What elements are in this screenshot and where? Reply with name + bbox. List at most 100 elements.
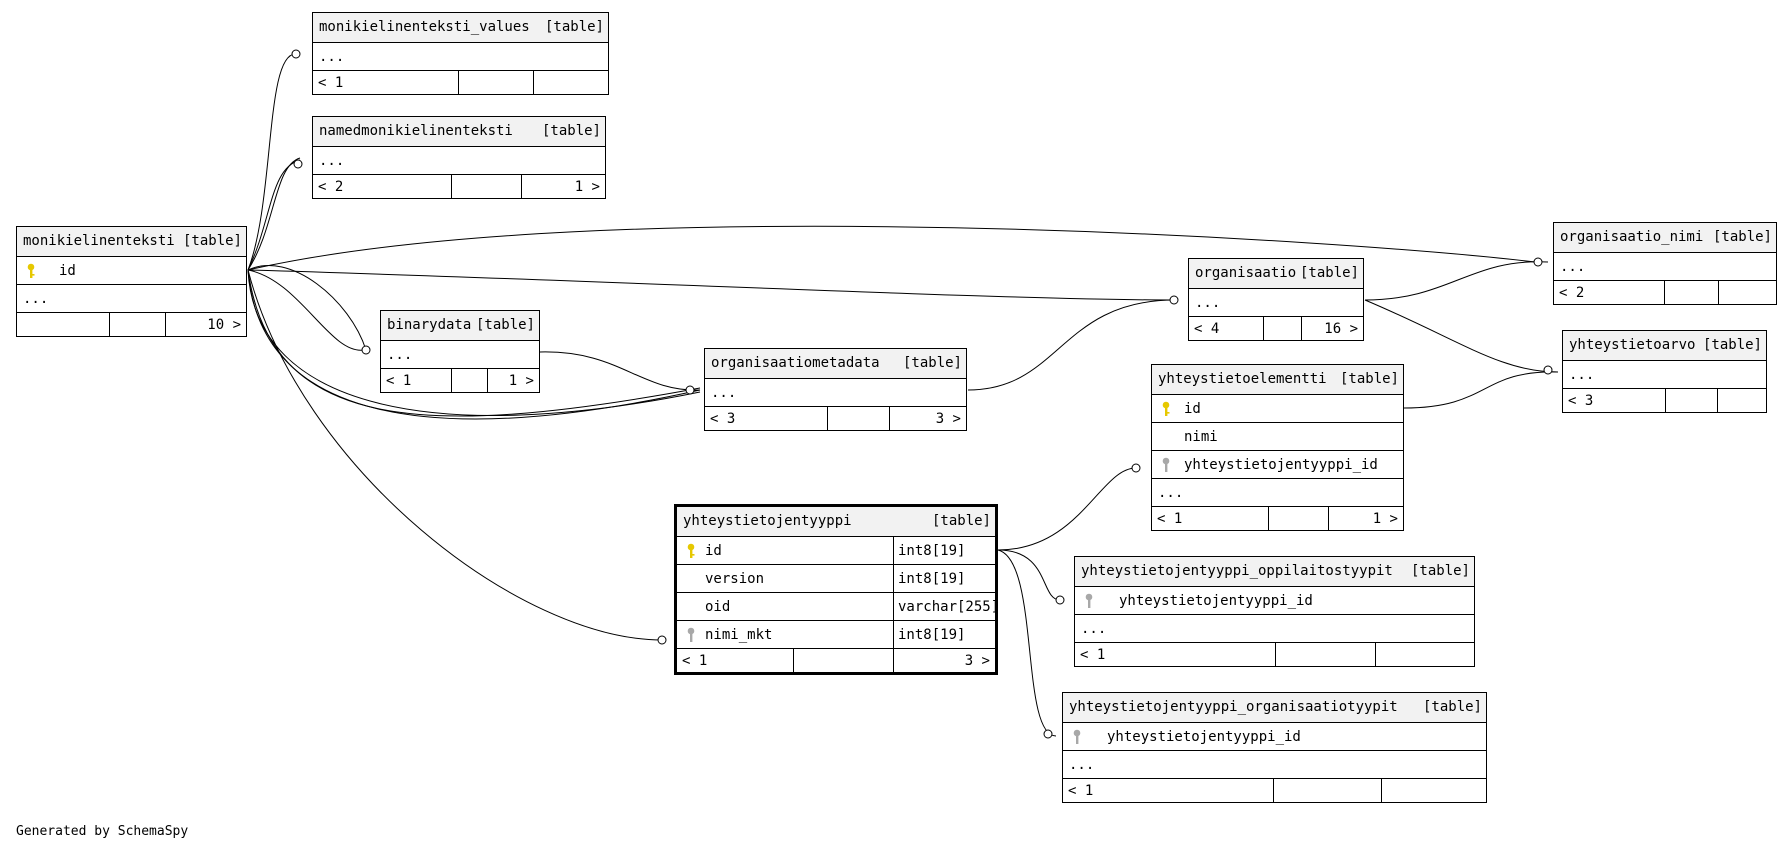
children-count: 3 > (893, 649, 995, 672)
hidden-columns: ... (387, 347, 413, 363)
table-name: yhteystietojentyyppi (683, 513, 852, 529)
table-tag: [table] (1299, 265, 1359, 281)
column-type: varchar[255] (893, 593, 999, 620)
relationship-line (1364, 299, 1559, 373)
column-type: int8[19] (893, 537, 965, 564)
relationship-line (1403, 371, 1559, 409)
foreign-key-icon (1085, 593, 1093, 608)
hidden-columns: ... (1560, 259, 1586, 275)
column-name: oid (705, 599, 731, 615)
children-count (533, 71, 608, 94)
table-tag: [table] (1339, 371, 1399, 387)
children-count (1375, 643, 1474, 666)
primary-key-icon (687, 543, 695, 558)
children-count (1718, 281, 1776, 304)
foreign-key-icon (1162, 457, 1170, 472)
column-name: id (705, 543, 722, 559)
hidden-columns: ... (711, 385, 737, 401)
cardinality-zero-marker (685, 385, 695, 395)
hidden-columns: ... (1158, 485, 1184, 501)
cardinality-zero-marker (293, 159, 303, 169)
table-tag: [table] (1422, 699, 1482, 715)
children-count: 1 > (1328, 507, 1403, 530)
hidden-columns: ... (319, 153, 345, 169)
relationship-line (247, 269, 701, 416)
table-name: yhteystietoelementti (1158, 371, 1327, 387)
table-tag: [table] (475, 317, 535, 333)
hidden-columns: ... (319, 49, 345, 65)
relationship-line (247, 157, 301, 271)
column-name: version (705, 571, 765, 587)
parents-count: < 1 (1068, 783, 1094, 799)
table-tag: [table] (1702, 337, 1762, 353)
table-namedmonikielinenteksti[interactable]: namedmonikielinenteksti [table] ... < 2 1 … (312, 116, 606, 199)
column-yhteystietojentyyppi-id: yhteystietojentyyppi_id (1184, 457, 1378, 473)
table-name: yhteystietojentyyppi_organisaatiotyypit (1069, 699, 1398, 715)
table-monikielinenteksti[interactable]: monikielinenteksti[table] id ... 10 > (16, 226, 247, 337)
parents-count: < 1 (318, 75, 344, 91)
table-name: organisaatio_nimi (1560, 229, 1704, 245)
cardinality-zero-marker (361, 345, 371, 355)
relationship-line (997, 467, 1137, 551)
column-yhteystietojentyyppi-id: yhteystietojentyyppi_id (1107, 729, 1301, 745)
table-tag: [table] (902, 355, 962, 371)
relationship-line (997, 549, 1061, 601)
table-yhteystietojentyyppi-organisaatiotyypit[interactable]: yhteystietojentyyppi_organisaatiotyypit [… (1062, 692, 1487, 803)
relationship-line (247, 269, 365, 351)
cardinality-zero-marker (1543, 365, 1553, 375)
column-type: int8[19] (893, 565, 965, 592)
column-id: id (1184, 401, 1201, 417)
children-count: 1 > (521, 175, 605, 198)
cardinality-zero-marker (291, 49, 301, 59)
table-monikielinenteksti-values[interactable]: monikielinenteksti_values [table] ... < 1 (312, 12, 609, 95)
table-yhteystietoarvo[interactable]: yhteystietoarvo[table] ... < 3 (1562, 330, 1767, 413)
parents-count: < 1 (682, 653, 708, 669)
table-yhteystietojentyyppi[interactable]: yhteystietojentyyppi[table] id int8[19] … (674, 504, 999, 675)
hidden-columns: ... (1081, 621, 1107, 637)
table-tag: [table] (1712, 229, 1772, 245)
hidden-columns: ... (1069, 757, 1095, 773)
foreign-key-icon (1073, 729, 1081, 744)
table-tag: [table] (544, 19, 604, 35)
table-organisaatio-nimi[interactable]: organisaatio_nimi[table] ... < 2 (1553, 222, 1777, 305)
relationship-line (1364, 261, 1549, 301)
table-name: organisaatiometadata (711, 355, 880, 371)
parents-count: < 1 (386, 373, 412, 389)
table-name: monikielinenteksti_values (319, 19, 530, 35)
parents-count: < 4 (1194, 321, 1220, 337)
generated-by-credit: Generated by SchemaSpy (16, 824, 189, 839)
column-nimi: nimi (1184, 429, 1218, 445)
relationship-line (997, 549, 1057, 737)
primary-key-icon (27, 263, 35, 278)
table-yhteystietojentyyppi-oppilaitostyypit[interactable]: yhteystietojentyyppi_oppilaitostyypit [ta… (1074, 556, 1475, 667)
relationship-line (539, 351, 701, 391)
relationship-line (247, 53, 297, 271)
relationship-line (247, 269, 663, 641)
parents-count: < 3 (1568, 393, 1594, 409)
children-count: 16 > (1301, 317, 1363, 340)
table-name: yhteystietojentyyppi_oppilaitostyypit (1081, 563, 1393, 579)
parents-count: < 2 (318, 179, 344, 195)
primary-key-icon (1162, 401, 1170, 416)
parents-count: < 1 (1157, 511, 1183, 527)
relationship-line (247, 225, 1536, 271)
cardinality-zero-marker (1169, 295, 1179, 305)
children-count (1717, 389, 1766, 412)
table-name: organisaatio (1195, 265, 1297, 281)
relationship-line (247, 269, 1176, 301)
parents-count (17, 313, 109, 336)
table-name: namedmonikielinenteksti (319, 123, 513, 139)
table-tag: [table] (931, 513, 991, 529)
cardinality-zero-marker (1131, 463, 1141, 473)
parents-count: < 1 (1080, 647, 1106, 663)
children-count: 1 > (487, 369, 539, 392)
table-yhteystietoelementti[interactable]: yhteystietoelementti [table] id nimi yhte… (1151, 364, 1404, 531)
children-count: 10 > (165, 313, 246, 336)
table-tag: [table] (541, 123, 601, 139)
column-yhteystietojentyyppi-id: yhteystietojentyyppi_id (1119, 593, 1313, 609)
table-tag: [table] (1410, 563, 1470, 579)
